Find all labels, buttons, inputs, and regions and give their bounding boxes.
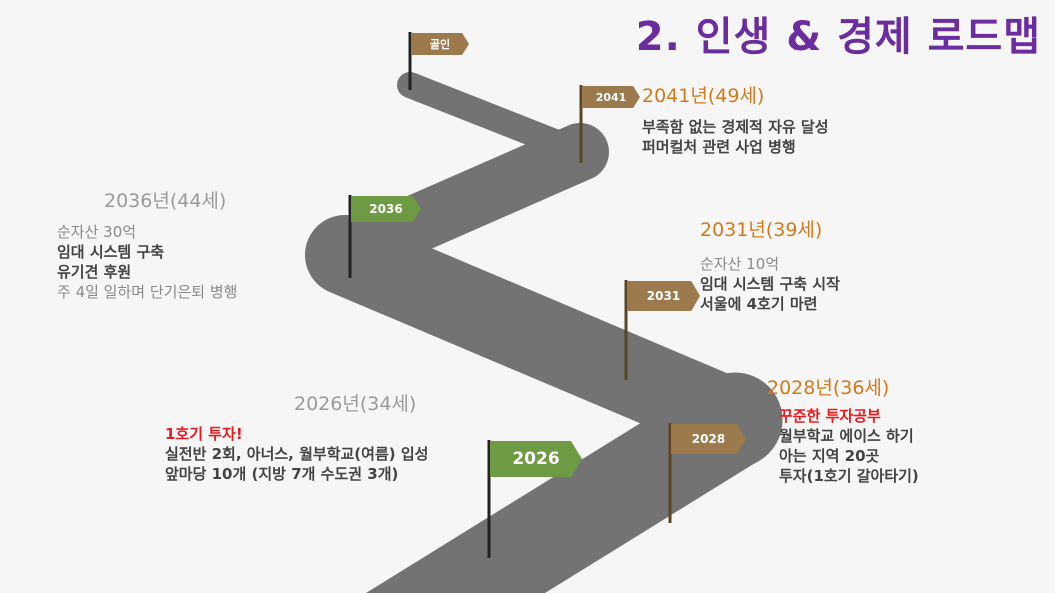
flag-2026: 2026: [490, 441, 582, 477]
milestone-2036-text: 순자산 30억 임대 시스템 구축 유기견 후원 주 4일 일하며 단기은퇴 병…: [57, 223, 238, 301]
flag-2028: 2028: [671, 424, 746, 454]
road-segment-1: [366, 380, 760, 593]
milestone-2036-heading: 2036년(44세): [104, 190, 227, 212]
flag-2036: 2036: [351, 196, 421, 222]
road-segment-3: [316, 123, 609, 284]
milestone-2031-text: 순자산 10억 임대 시스템 구축 시작 서울에 4호기 마련: [700, 255, 840, 313]
milestone-2026-text: 1호기 투자! 실전반 2회, 아너스, 월부학교(여름) 입성 앞마당 10개…: [165, 425, 429, 483]
flag-goal: 골인: [411, 33, 469, 55]
milestone-2026-heading: 2026년(34세): [294, 393, 417, 415]
milestone-2031-heading: 2031년(39세): [700, 219, 823, 241]
flag-2031: 2031: [627, 281, 700, 311]
road-segment-2: [305, 215, 775, 460]
milestone-2028-text: 꾸준한 투자공부 월부학교 에이스 하기 아는 지역 20곳 투자(1호기 갈아…: [779, 407, 919, 485]
milestone-2028-heading: 2028년(36세): [767, 377, 890, 399]
page-title: 2. 인생 & 경제 로드맵: [635, 14, 1041, 60]
milestone-2041-text: 부족함 없는 경제적 자유 달성 퍼머컬처 관련 사업 병행: [642, 118, 829, 156]
flag-2041: 2041: [582, 86, 640, 108]
road-segment-4: [397, 72, 593, 165]
milestone-2041-heading: 2041년(49세): [642, 85, 765, 107]
